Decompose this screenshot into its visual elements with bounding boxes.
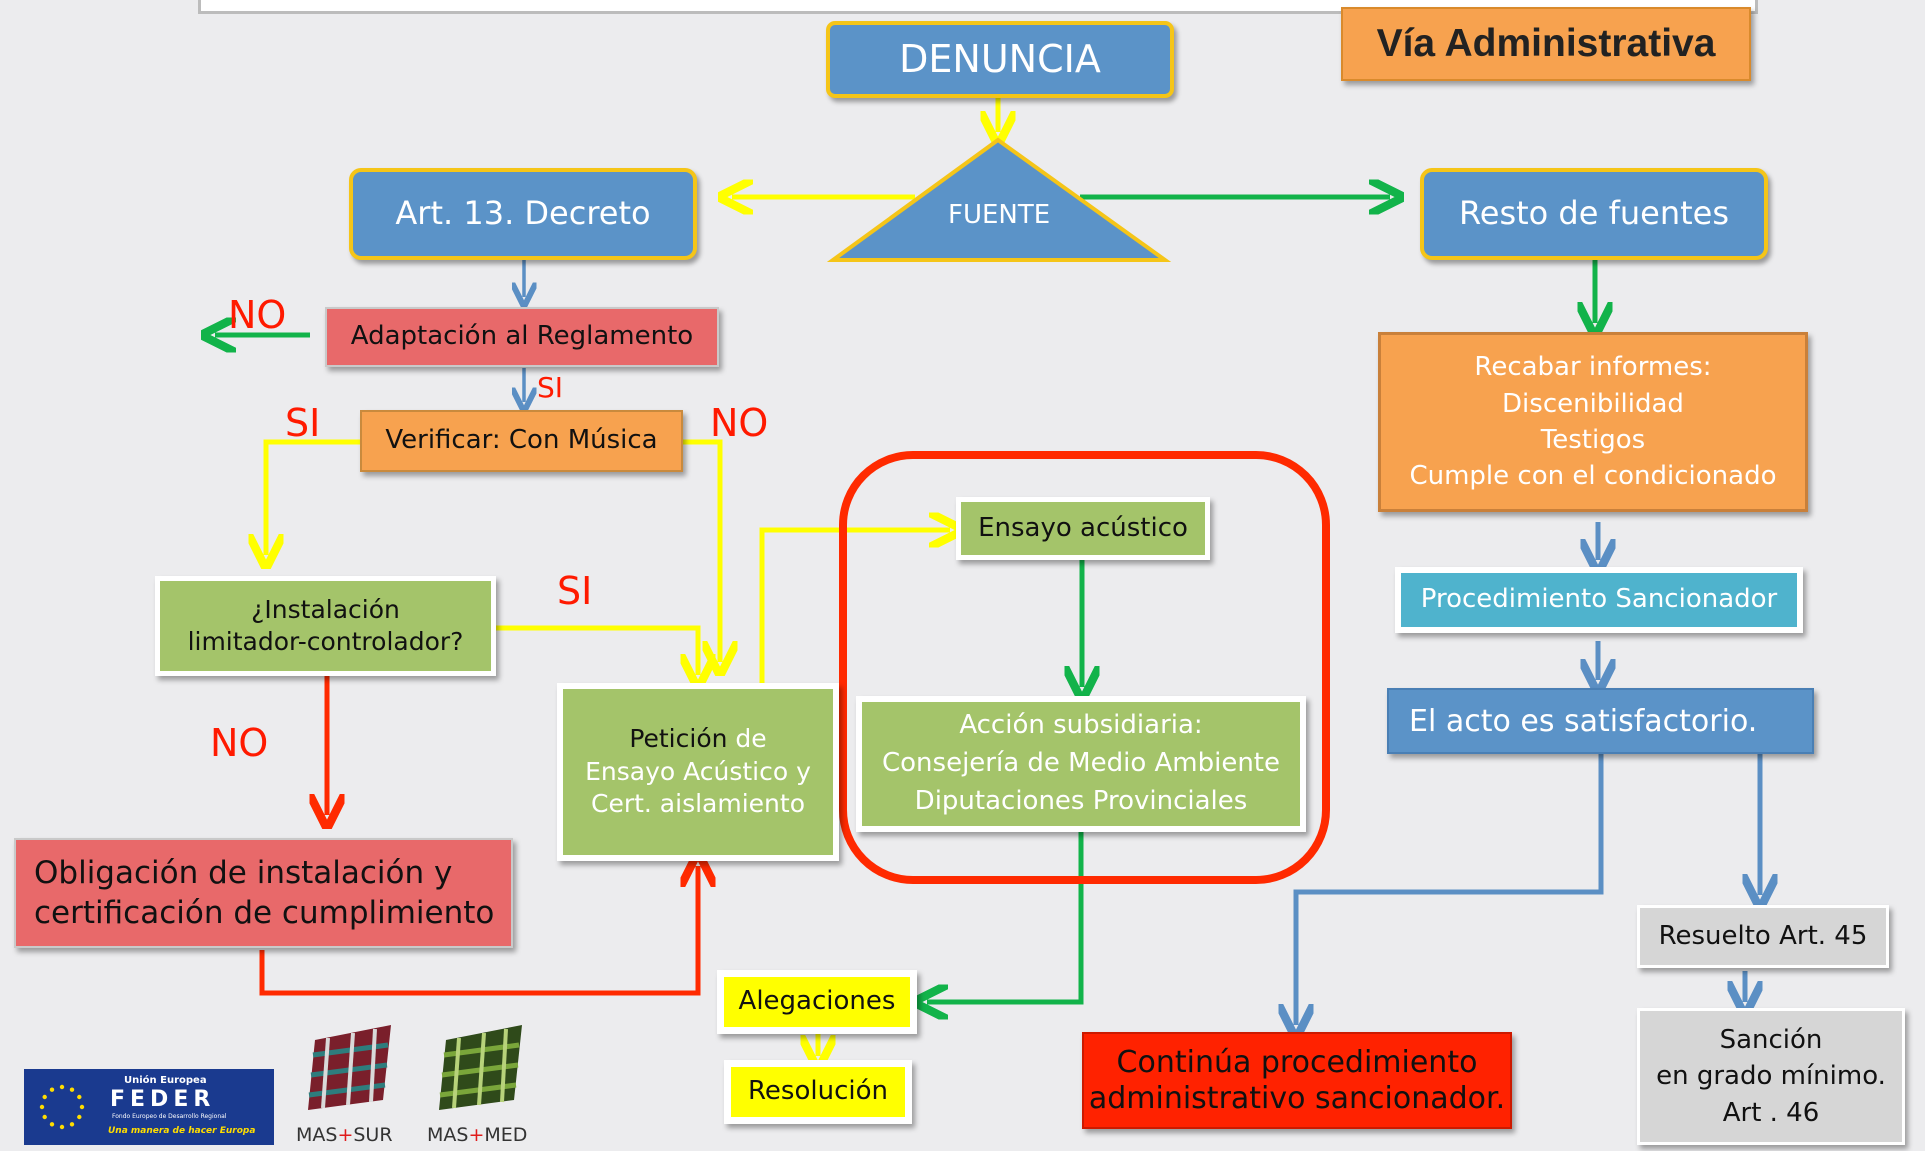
ensayo-box: Ensayo acústico — [956, 497, 1210, 560]
sancion-line-2: en grado mínimo. — [1656, 1061, 1886, 1092]
arrow-instalacion-peticion — [496, 625, 698, 675]
accion-line-2: Consejería de Medio Ambiente — [881, 748, 1280, 779]
arrow-obligacion-peticion — [259, 866, 698, 996]
adaptacion-label: Adaptación al Reglamento — [350, 321, 694, 352]
peticion-box: Petición de Ensayo Acústico y Cert. aisl… — [557, 683, 839, 861]
eu-stars-icon — [39, 1084, 85, 1130]
instalacion-line-2: limitador-controlador? — [187, 627, 464, 656]
obligacion-line-2: certificación de cumplimiento — [34, 895, 495, 931]
accion-box: Acción subsidiaria: Consejería de Medio … — [856, 696, 1306, 832]
peticion-line-1a: Petición — [629, 724, 728, 754]
feder-logo: Unión Europea FEDER Fondo Europeo de Des… — [24, 1069, 274, 1145]
resolucion-label: Resolución — [748, 1076, 888, 1107]
massur-text: MAS+SUR — [296, 1124, 393, 1146]
recabar-box: Recabar informes: Discenibilidad Testigo… — [1378, 332, 1808, 512]
acto-label: El acto es satisfactorio. — [1409, 703, 1758, 739]
alegaciones-box: Alegaciones — [717, 970, 917, 1034]
verificar-box: Verificar: Con Música — [360, 410, 683, 472]
resto-box: Resto de fuentes — [1420, 168, 1768, 260]
resolucion-box: Resolución — [724, 1060, 912, 1124]
fuente-triangle — [826, 137, 1172, 262]
peticion-line-3: Cert. aislamiento — [591, 789, 805, 819]
arrow-verificar-peticion — [683, 439, 720, 662]
peticion-line-1b: de — [735, 724, 767, 754]
resuelto-label: Resuelto Art. 45 — [1658, 920, 1868, 951]
recabar-line-2: Discenibilidad — [1502, 388, 1684, 419]
masmed-logo: MAS+MED — [425, 1020, 535, 1151]
label-si-mid: SI — [557, 569, 593, 613]
obligacion-box: Obligación de instalación y certificació… — [14, 838, 513, 948]
sancion-line-3: Art . 46 — [1722, 1097, 1820, 1128]
alegaciones-label: Alegaciones — [738, 986, 896, 1017]
arrow-peticion-ensayo — [759, 530, 950, 688]
art13-label: Art. 13. Decreto — [395, 194, 651, 233]
masmed-graphic-icon — [439, 1025, 522, 1110]
recabar-line-1: Recabar informes: — [1474, 352, 1712, 383]
feder-fund: Fondo Europeo de Desarrollo Regional — [112, 1113, 227, 1120]
sancion-box: Sanción en grado mínimo. Art . 46 — [1637, 1008, 1905, 1145]
massur-graphic-icon — [308, 1025, 391, 1110]
continua-box: Continúa procedimiento administrativo sa… — [1082, 1032, 1512, 1129]
masmed-text: MAS+MED — [427, 1124, 528, 1146]
instalacion-box: ¿Instalación limitador-controlador? — [155, 576, 496, 676]
arrow-acto-continua — [1296, 754, 1604, 1025]
massur-logo: MAS+SUR — [294, 1020, 404, 1151]
sancion-line-1: Sanción — [1719, 1024, 1823, 1055]
fuente-label: FUENTE — [948, 200, 1051, 230]
badge-title: Vía Administrativa — [1376, 21, 1716, 65]
procedimiento-box: Procedimiento Sancionador — [1395, 567, 1803, 633]
recabar-line-3: Testigos — [1540, 425, 1646, 455]
label-si-left: SI — [285, 401, 321, 445]
ensayo-label: Ensayo acústico — [978, 512, 1188, 543]
recabar-line-4: Cumple con el condicionado — [1409, 461, 1777, 492]
continua-line-2: administrativo sancionador. — [1088, 1080, 1506, 1116]
resuelto-box: Resuelto Art. 45 — [1637, 905, 1889, 968]
label-no-right: NO — [710, 401, 769, 445]
arrow-accion-alegaciones — [927, 832, 1084, 1002]
badge-via-administrativa: Vía Administrativa — [1341, 7, 1751, 81]
highlight-frame — [839, 451, 1330, 884]
feder-motto: Una manera de hacer Europa — [108, 1126, 256, 1136]
peticion-line-2: Ensayo Acústico y — [585, 756, 811, 786]
label-no-top: NO — [228, 293, 287, 337]
resto-label: Resto de fuentes — [1458, 194, 1730, 233]
adaptacion-box: Adaptación al Reglamento — [325, 307, 719, 367]
accion-line-1: Acción subsidiaria: — [959, 710, 1203, 741]
art13-box: Art. 13. Decreto — [349, 168, 697, 260]
denuncia-label: DENUNCIA — [899, 36, 1101, 81]
label-si-small: SI — [537, 371, 564, 404]
accion-line-3: Diputaciones Provinciales — [914, 785, 1248, 816]
feder-union: Unión Europea — [124, 1075, 207, 1086]
denuncia-box: DENUNCIA — [826, 21, 1174, 98]
arrow-verificar-instalacion — [266, 439, 360, 555]
feder-title: FEDER — [110, 1087, 216, 1112]
acto-box: El acto es satisfactorio. — [1387, 688, 1814, 754]
instalacion-line-1: ¿Instalación — [251, 594, 400, 624]
verificar-label: Verificar: Con Música — [385, 425, 658, 456]
procedimiento-label: Procedimiento Sancionador — [1420, 584, 1778, 615]
obligacion-line-1: Obligación de instalación y — [34, 854, 453, 891]
continua-line-1: Continúa procedimiento — [1116, 1044, 1478, 1080]
label-no-bottom: NO — [210, 721, 269, 765]
